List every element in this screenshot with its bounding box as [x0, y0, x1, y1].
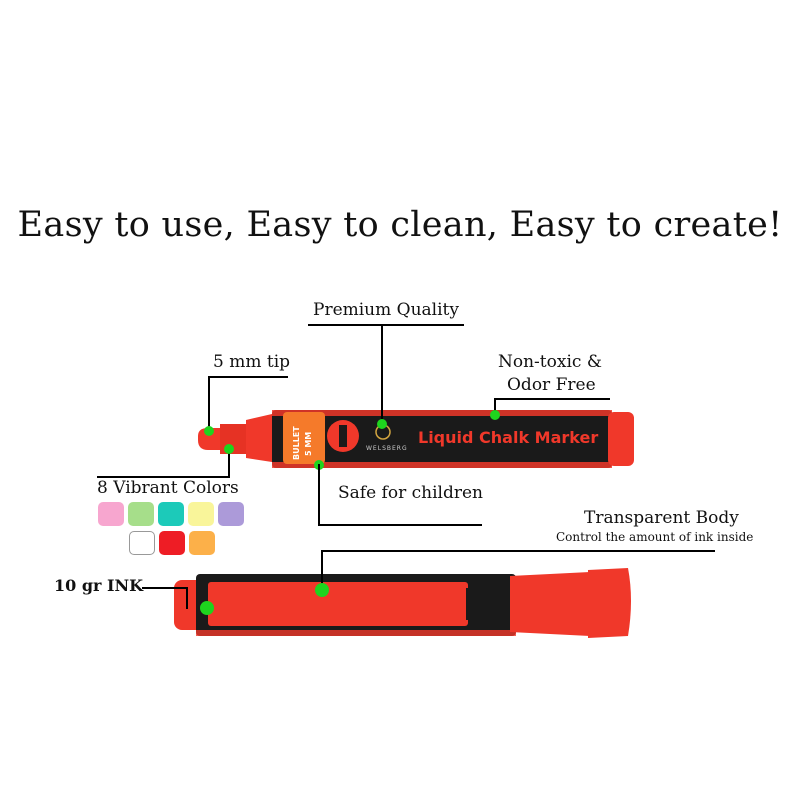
vibrant-colors-dot [224, 444, 234, 454]
ink-amount-underline [142, 587, 188, 589]
transparent-body-leader [321, 550, 323, 590]
premium-quality-underline [308, 324, 464, 326]
safe-for-children-leader [318, 464, 320, 526]
tip-dot [204, 426, 214, 436]
logo-text: WELSBERG [366, 445, 408, 452]
transparent-body-dot [315, 583, 329, 597]
tip-leader [208, 376, 210, 432]
tip-label: 5 mm tip [213, 352, 291, 372]
swatch-orange [189, 531, 215, 555]
safe-for-children-label: Safe for children [338, 483, 483, 503]
non-toxic-label-line1: Non-toxic & [498, 352, 602, 372]
non-toxic-dot [490, 410, 500, 420]
non-toxic-label-line2: Odor Free [507, 375, 596, 395]
swatch-white [129, 531, 155, 555]
premium-quality-leader [381, 324, 383, 424]
ink-amount-label: 10 gr INK [54, 576, 144, 595]
swatch-yellow [188, 502, 214, 526]
safe-for-children-underline [318, 524, 482, 526]
transparent-body-label: Transparent Body [584, 508, 739, 528]
non-toxic-leader [494, 398, 496, 414]
vibrant-colors-leader [228, 450, 230, 478]
premium-quality-dot [377, 419, 387, 429]
non-toxic-underline [494, 398, 610, 400]
vibrant-colors-underline [97, 476, 229, 478]
swatch-purple [218, 502, 244, 526]
swatch-green [128, 502, 154, 526]
tip-underline [208, 376, 288, 378]
ink-amount-dot [200, 601, 214, 615]
transparent-body-underline [321, 550, 715, 552]
headline: Easy to use, Easy to clean, Easy to crea… [17, 205, 783, 245]
vibrant-colors-label: 8 Vibrant Colors [97, 478, 239, 498]
swatch-red [159, 531, 185, 555]
control-ink-label: Control the amount of ink inside [556, 530, 754, 544]
ink-amount-leader [186, 587, 188, 609]
brand-label: Liquid Chalk Marker [418, 428, 599, 447]
swatch-pink [98, 502, 124, 526]
swatch-teal [158, 502, 184, 526]
premium-quality-label: Premium Quality [313, 300, 459, 320]
